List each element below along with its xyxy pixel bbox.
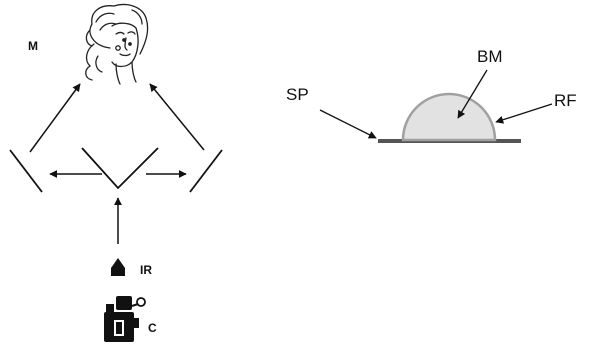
center-splitting-mirror	[81, 147, 159, 190]
support-plate-pointer	[319, 109, 377, 139]
model-label: M	[28, 39, 38, 53]
beam-to-face-left-arrow	[29, 83, 81, 153]
reflective-film-label: RF	[554, 91, 577, 110]
left-side-mirror	[9, 149, 43, 193]
infrared-source-label: IR	[140, 263, 152, 277]
support-plate-label: SP	[286, 85, 309, 104]
beam-to-face-right-arrow	[149, 83, 205, 151]
reflective-film-pointer	[495, 103, 553, 124]
bone-marker-pointer	[457, 69, 488, 119]
bone-marker-dome	[401, 92, 497, 142]
right-side-mirror	[189, 149, 223, 193]
face-illustration	[85, 3, 149, 85]
optical-setup: M IR C	[9, 3, 223, 342]
infrared-source-icon	[111, 258, 125, 276]
bone-marker-label: BM	[477, 47, 503, 66]
marker-cross-section: SP BM RF	[286, 47, 577, 143]
camera-label: C	[148, 321, 157, 335]
camera-icon	[104, 296, 146, 342]
